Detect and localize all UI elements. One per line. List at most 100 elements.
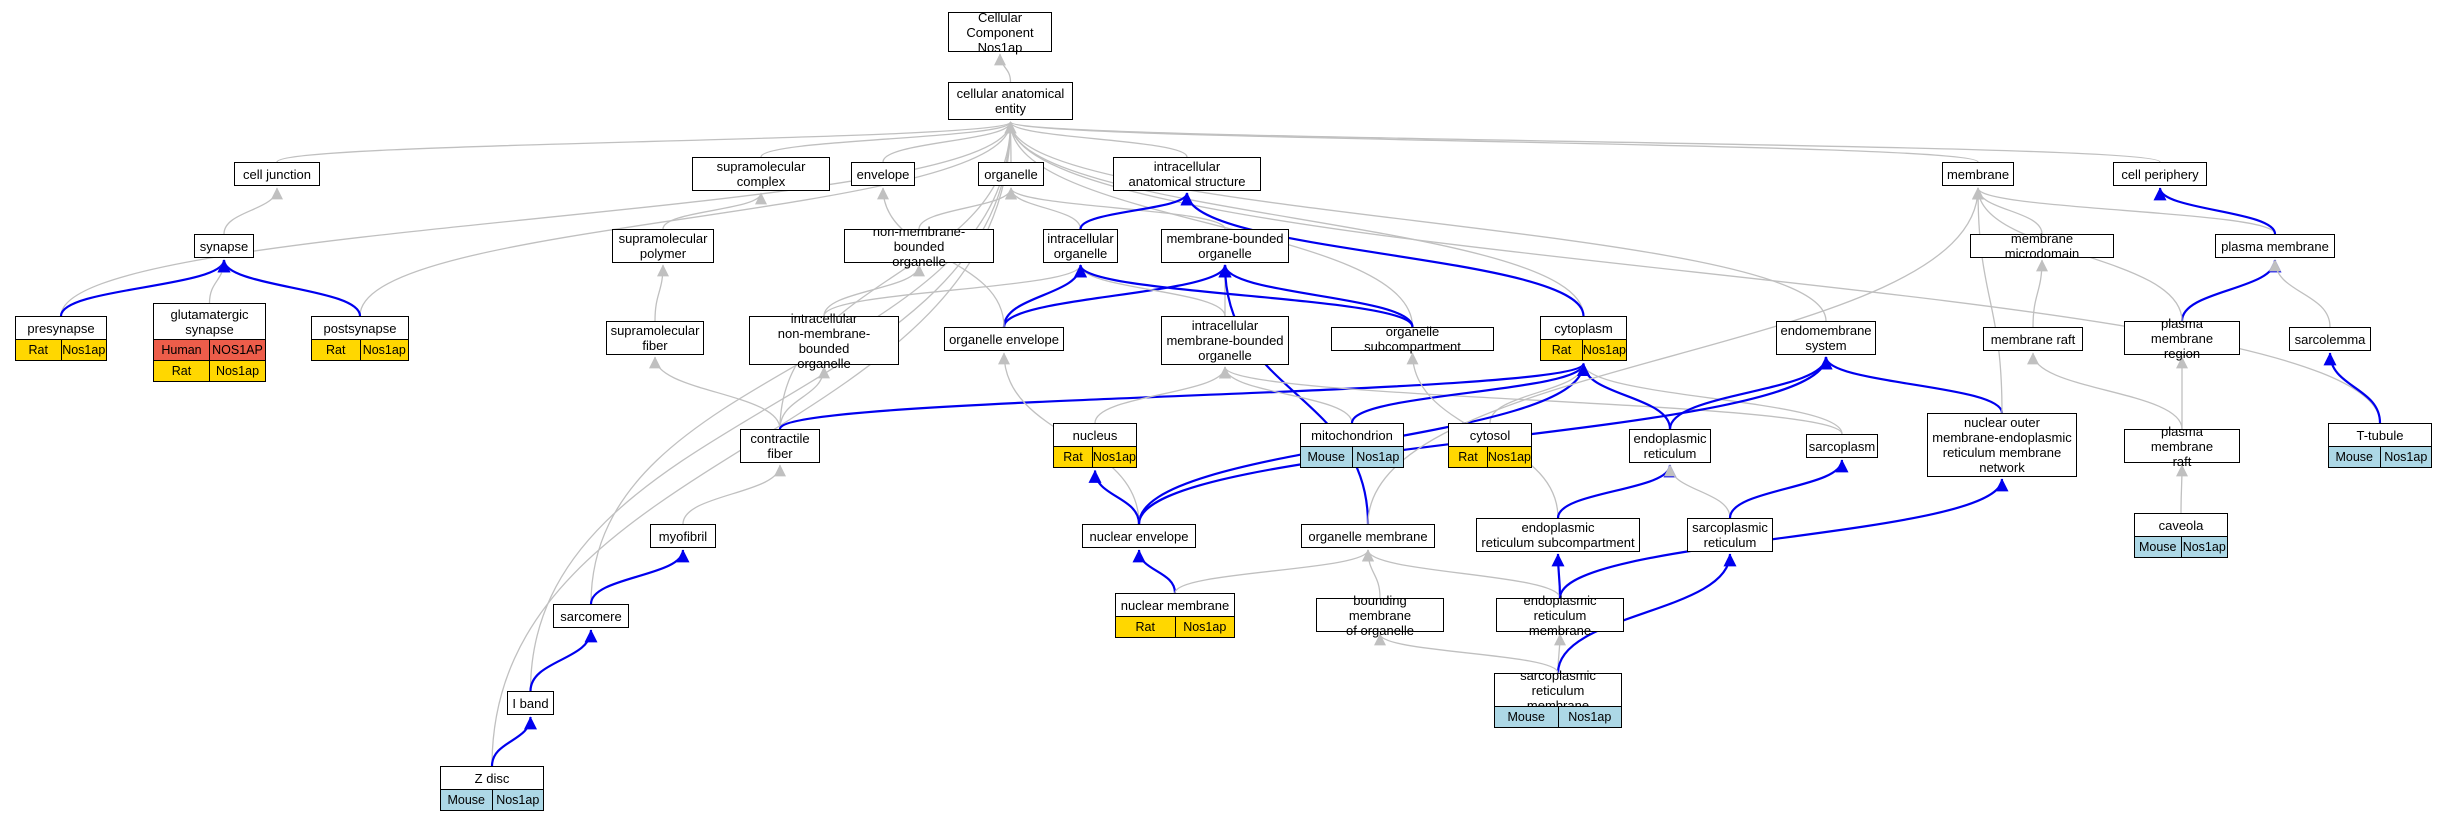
edge-myofibril-to-contractile-fiber	[682, 464, 786, 525]
node-membrane-raft[interactable]: membrane raft	[1983, 327, 2083, 351]
node-label: membrane microdomain	[2004, 231, 2080, 261]
node-sarcomere[interactable]: sarcomere	[553, 604, 629, 628]
node-intracellular-anatomical-structure[interactable]: intracellular anatomical structure	[1113, 157, 1261, 191]
node-organelle-membrane[interactable]: organelle membrane	[1301, 524, 1435, 548]
node-sarcoplasm[interactable]: sarcoplasm	[1806, 434, 1878, 458]
node-endomembrane-system[interactable]: endomembrane system	[1776, 321, 1876, 355]
gene-cell: Nos1ap	[491, 790, 543, 810]
edge-organelle-subcompartment-to-cae	[1004, 121, 1414, 328]
node-membrane-microdomain[interactable]: membrane microdomain	[1970, 231, 2114, 261]
edge-er-membrane-to-nuclear-outer-membrane-network	[1558, 478, 2009, 599]
node-membrane-bounded-organelle[interactable]: membrane-bounded organelle	[1161, 229, 1289, 263]
node-contractile-fiber[interactable]: contractile fiber	[740, 429, 820, 463]
edge-envelope-to-cae	[882, 121, 1017, 163]
edge-t-tubule-to-cae	[1004, 121, 2381, 424]
edge-sr-membrane-to-sarcoplasmic-reticulum	[1556, 553, 1737, 674]
node-label: mitochondrion	[1311, 427, 1393, 443]
node-label: organelle envelope	[949, 331, 1059, 347]
node-label: bounding membrane of organelle	[1346, 592, 1414, 638]
edge-organelle-membrane-to-membrane-bounded-organelle	[1218, 264, 1370, 525]
gene-cell: Nos1ap	[2180, 537, 2227, 557]
edge-membrane-bounded-organelle-to-organelle	[1005, 187, 1226, 230]
node-organelle[interactable]: organelle	[978, 162, 1044, 186]
edge-supramolecular-complex-to-cae	[760, 121, 1017, 158]
node-label: nuclear membrane	[1120, 597, 1230, 613]
node-label: cell periphery	[2121, 166, 2199, 182]
node-label: organelle membrane	[1308, 528, 1428, 544]
edge-mitochondrion-to-cytoplasm	[1350, 362, 1590, 424]
node-label: plasma membrane	[2221, 238, 2329, 254]
node-sarcoplasmic-reticulum[interactable]: sarcoplasmic reticulum	[1687, 518, 1773, 552]
node-er-membrane[interactable]: endoplasmic reticulum membrane	[1496, 593, 1624, 638]
node-label: envelope	[856, 166, 910, 182]
edge-sarcoplasmic-reticulum-to-sarcoplasm	[1728, 459, 1849, 519]
node-cell-periphery[interactable]: cell periphery	[2113, 162, 2207, 186]
node-endoplasmic-reticulum[interactable]: endoplasmic reticulum	[1629, 429, 1711, 463]
node-cc-root[interactable]: Cellular Component Nos1ap	[948, 10, 1052, 55]
node-label: sarcomere	[560, 608, 622, 624]
node-cell-junction[interactable]: cell junction	[234, 162, 320, 186]
node-plasma-membrane-region[interactable]: plasma membrane region	[2124, 316, 2240, 361]
node-intracellular-mbo[interactable]: intracellular membrane-bounded organelle	[1161, 316, 1289, 365]
node-envelope[interactable]: envelope	[851, 162, 915, 186]
node-membrane[interactable]: membrane	[1942, 162, 2014, 186]
node-synapse[interactable]: synapse	[194, 234, 254, 258]
node-supramolecular-polymer[interactable]: supramolecular polymer	[612, 229, 714, 263]
node-label: membrane raft	[1990, 331, 2076, 347]
edge-contractile-fiber-to-supramolecular-fiber	[649, 356, 781, 430]
node-nuclear-outer-membrane-network[interactable]: nuclear outer membrane-endoplasmic retic…	[1927, 413, 2077, 477]
node-cae[interactable]: cellular anatomical entity	[948, 82, 1073, 120]
node-supramolecular-fiber[interactable]: supramolecular fiber	[606, 321, 704, 355]
node-plasma-membrane-raft[interactable]: plasma membrane raft	[2124, 424, 2240, 469]
edge-organelle-envelope-to-membrane-bounded-organelle	[1002, 264, 1232, 328]
node-label: sarcoplasmic reticulum membrane	[1520, 667, 1596, 713]
node-non-membrane-bounded-organelle[interactable]: non-membrane-bounded organelle	[844, 224, 994, 269]
node-er-subcompartment[interactable]: endoplasmic reticulum subcompartment	[1476, 518, 1640, 552]
node-label: T-tubule	[2356, 427, 2404, 443]
edge-nuclear-membrane-to-organelle-membrane	[1174, 549, 1374, 594]
node-label: intracellular anatomical structure	[1128, 159, 1246, 189]
node-plasma-membrane[interactable]: plasma membrane	[2215, 234, 2335, 258]
node-i-band[interactable]: I band	[507, 691, 554, 715]
node-label: intracellular membrane-bounded organelle	[1166, 318, 1284, 363]
edge-er-subcompartment-to-endoplasmic-reticulum	[1556, 464, 1677, 519]
edge-intracellular-nmbo-to-non-membrane-bounded-organelle	[823, 264, 925, 317]
edge-er-membrane-to-er-subcompartment	[1551, 553, 1565, 599]
edge-postsynapse-to-cae	[359, 121, 1017, 317]
node-organelle-envelope[interactable]: organelle envelope	[944, 327, 1064, 351]
node-intracellular-nmbo[interactable]: intracellular non-membrane-bounded organ…	[749, 311, 899, 371]
organism-cell: Mouse	[2135, 537, 2181, 557]
node-label: endoplasmic reticulum	[1633, 431, 1707, 461]
node-label: glutamatergic synapse	[170, 306, 249, 337]
gene-cell: Nos1ap	[1581, 340, 1626, 360]
node-label: cell junction	[243, 166, 311, 182]
node-intracellular-organelle[interactable]: intracellular organelle	[1043, 229, 1118, 263]
edge-sr-membrane-to-bounding-membrane	[1374, 633, 1559, 674]
organism-cell: Rat	[1054, 447, 1092, 467]
organism-cell: Rat	[154, 361, 209, 381]
node-label: organelle subcompartment	[1364, 324, 1461, 354]
node-supramolecular-complex[interactable]: supramolecular complex	[692, 157, 830, 191]
node-label: nucleus	[1072, 427, 1118, 443]
node-organelle-subcompartment[interactable]: organelle subcompartment	[1331, 324, 1494, 354]
node-sarcolemma[interactable]: sarcolemma	[2289, 327, 2371, 351]
node-bounding-membrane[interactable]: bounding membrane of organelle	[1316, 592, 1444, 638]
node-nuclear-envelope[interactable]: nuclear envelope	[1082, 524, 1196, 548]
node-myofibril[interactable]: myofibril	[650, 524, 716, 548]
edge-presynapse-to-cae	[60, 121, 1017, 317]
